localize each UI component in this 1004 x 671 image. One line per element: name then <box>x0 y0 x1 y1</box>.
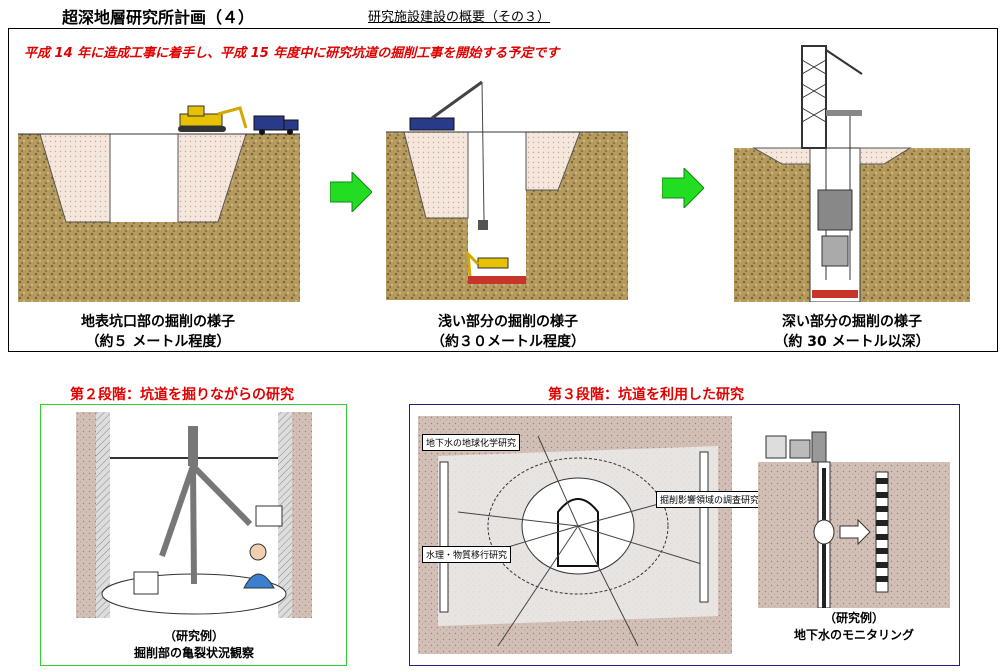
stage-3-panel <box>409 404 960 666</box>
dump-truck-icon <box>253 115 299 135</box>
label-excavation-damage-zone: 掘削影響領域の調査研究 <box>656 491 764 508</box>
excavator-icon <box>466 250 509 277</box>
worker-icon <box>243 543 275 589</box>
tunnel-icon <box>557 498 599 567</box>
excavator-icon <box>178 105 248 132</box>
label-hydrology-mass-transport: 水理・物質移行研究 <box>422 546 512 563</box>
stage-3-title: 第３段階：坑道を利用した研究 <box>548 387 744 403</box>
stage-2-caption: （研究例） 掘削部の亀裂状況観察 <box>133 629 254 660</box>
shaft-sinking-machine-icon <box>817 189 853 267</box>
tunnel-research-diagram <box>418 416 732 654</box>
shallow-excavation-diagram <box>386 80 628 300</box>
surface-excavation-diagram <box>18 105 300 302</box>
stage-3-caption: （研究例） 地下水のモニタリング <box>793 611 914 642</box>
arrow-right-icon <box>330 172 372 212</box>
stage-2-title: 第２段階：坑道を掘りながらの研究 <box>70 387 294 403</box>
label-groundwater-geochemistry: 地下水の地球化学研究 <box>422 434 521 451</box>
step-3-caption: 深い部分の掘削の様子 （約 30 メートル以深） <box>774 314 930 350</box>
arrow-right-icon <box>662 168 704 208</box>
schedule-note: 平成 14 年に造成工事に着手し、平成 15 年度中に研究坑道の掘削工事を開始す… <box>24 46 560 61</box>
construction-panel <box>8 28 998 352</box>
arrow-right-icon <box>839 518 871 546</box>
step-1-caption: 地表坑口部の掘削の様子 （約５ メートル程度） <box>81 314 235 350</box>
page-subtitle: 研究施設建設の概要（その３） <box>368 10 551 25</box>
stage-2-panel <box>40 404 347 666</box>
drilling-rig-icon <box>133 426 283 595</box>
deep-excavation-diagram <box>734 45 970 302</box>
monitoring-equipment-icon <box>765 431 827 463</box>
fracture-observation-diagram <box>76 412 312 618</box>
crane-icon <box>409 80 488 230</box>
headframe-icon <box>801 45 863 149</box>
groundwater-monitoring-diagram <box>758 431 950 608</box>
step-2-caption: 浅い部分の掘削の様子 （約３０メートル程度） <box>431 314 585 350</box>
page-title: 超深地層研究所計画（４） <box>62 8 255 27</box>
